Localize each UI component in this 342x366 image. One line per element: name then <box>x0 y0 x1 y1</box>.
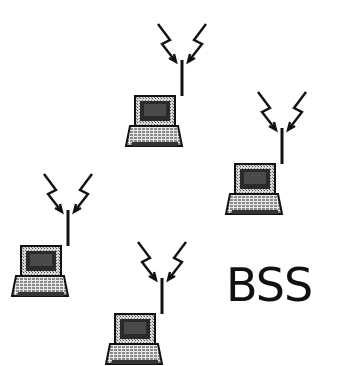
station-left <box>10 172 94 298</box>
station-top <box>124 22 208 148</box>
station-right <box>224 90 308 216</box>
bss-label: BSS <box>226 258 313 312</box>
station-bottom <box>104 240 188 366</box>
